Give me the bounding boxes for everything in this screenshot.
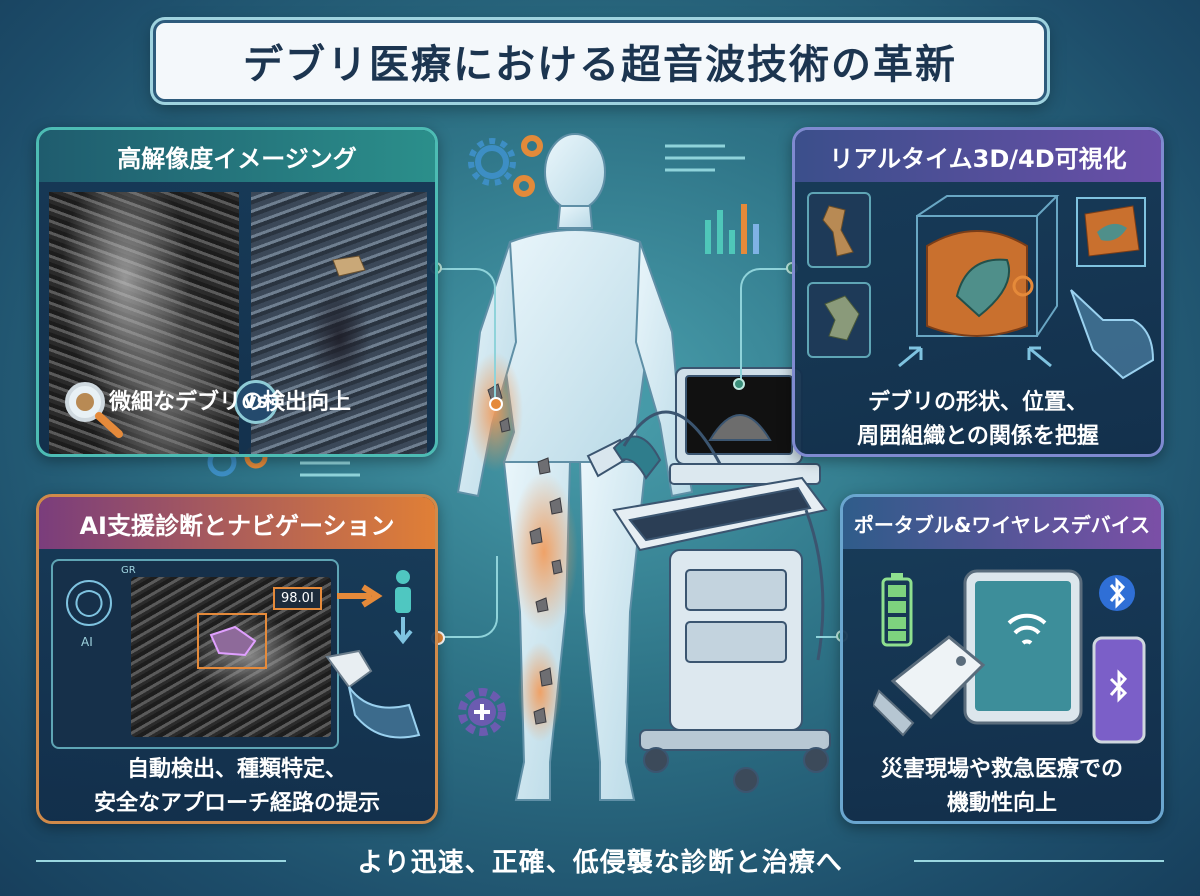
page-title: デブリ医療における超音波技術の革新 — [243, 42, 957, 88]
smartphone-icon — [1092, 636, 1146, 744]
connector-line — [816, 636, 840, 638]
ai-label: AI — [81, 635, 93, 649]
3d-cube-visualization — [916, 195, 1060, 337]
ai-caption-line2: 安全なアプローチ経路の提示 — [93, 791, 380, 816]
tissue-section — [1076, 197, 1146, 267]
debris-detection — [209, 625, 257, 657]
portable-caption-line1: 災害現場や救急医療での — [880, 757, 1123, 782]
title-banner: デブリ医療における超音波技術の革新 — [153, 20, 1047, 102]
readout-box: 98.0I — [273, 587, 322, 610]
connector-dot — [489, 397, 503, 411]
signal-bars-icon — [665, 144, 759, 254]
tablet-icon — [963, 569, 1083, 725]
footer-divider-right — [914, 860, 1164, 862]
debris-3d-small — [822, 205, 854, 257]
imaging-panel: 高解像度イメージング VS 微細なデブリの検出向上 — [36, 127, 438, 457]
portable-caption-line2: 機動性向上 — [946, 791, 1057, 816]
panel-heading: ポータブル&ワイヤレスデバイス — [843, 497, 1161, 549]
hand-pointer-icon — [1070, 289, 1155, 380]
debris-marker — [332, 255, 366, 277]
ultrasound-probe-icon — [325, 649, 421, 739]
footer-tagline: より迅速、正確、低侵襲な診断と治療へ — [357, 848, 843, 878]
debris-3d-small — [824, 295, 860, 341]
ultrasound-machine — [586, 367, 831, 793]
gear-icon — [468, 135, 543, 197]
visualization-caption-line1: デブリの形状、位置、 — [867, 390, 1088, 415]
ultrasound-image-after — [251, 192, 427, 454]
visualization-panel: リアルタイム3D/4D可視化 デブリの形状、位置、 周囲組織との関係を把握 — [792, 127, 1164, 457]
connector-line — [740, 268, 792, 384]
connector-dot — [733, 378, 745, 390]
vs-badge: VS — [234, 380, 278, 424]
arrow-right-icon — [337, 584, 383, 608]
bluetooth-icon — [1099, 575, 1135, 611]
brain-icon — [66, 580, 112, 626]
visualization-caption-line2: 周囲組織との関係を把握 — [857, 424, 1099, 449]
panel-heading: AI支援診断とナビゲーション — [39, 497, 435, 549]
panel-heading: リアルタイム3D/4D可視化 — [795, 130, 1161, 182]
screen-label: GR — [121, 565, 136, 576]
arrow-icon — [898, 346, 1052, 368]
connector-line — [438, 556, 498, 638]
detection-box — [197, 613, 267, 669]
wireless-probe-icon — [873, 635, 986, 737]
panel-heading: 高解像度イメージング — [39, 130, 435, 182]
ai-caption-line1: 自動検出、種類特定、 — [126, 757, 347, 782]
connector-line — [438, 268, 496, 404]
person-down-icon — [393, 570, 413, 645]
magnifier-icon — [65, 382, 123, 438]
imaging-caption: 微細なデブリの検出向上 — [109, 390, 352, 415]
human-body-figure — [456, 133, 694, 801]
battery-icon — [881, 573, 913, 647]
ultrasound-image-before — [49, 192, 239, 454]
portable-panel: ポータブル&ワイヤレスデバイス 災害現場や救急医療での 機動性向上 — [840, 494, 1164, 824]
footer-divider-left — [36, 860, 286, 862]
medical-gear-icon — [458, 688, 506, 736]
ai-panel: AI支援診断とナビゲーション AI GR 98.0I 自動検出、種類特定、 安全… — [36, 494, 438, 824]
